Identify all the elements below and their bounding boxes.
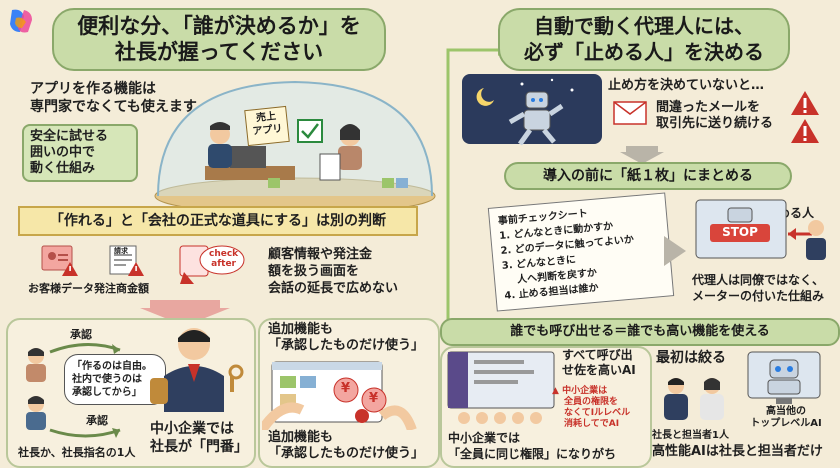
anyone-call-banner: 誰でも呼び出せる＝誰でも高い機能を使える (440, 318, 840, 346)
left-title-line2: 社長が握ってください (114, 40, 324, 64)
chat-app-screen (447, 351, 555, 424)
customer-data-icon (41, 245, 78, 276)
left-title-banner: 便利な分、「誰が決めるか」を 社長が握ってください (52, 8, 386, 71)
extra-feature-text-top: 追加機能も 「承認したものだけ使う」 (268, 322, 425, 353)
approve-bottom-label: 承認 (86, 414, 108, 427)
boss-staff-label: 社長と担当者1人 (652, 430, 729, 441)
order-amount-icon (109, 245, 144, 276)
approve-top-label: 承認 (70, 328, 92, 341)
sandbox-label: 安全に試せる 囲いの中で 動く仕組み (22, 124, 138, 182)
gray-right-arrow-icon (664, 236, 686, 266)
agent-meter-text: 代理人は同僚ではなく、 メーターの付いた仕組み (691, 273, 824, 303)
customer-data-label: お客様データ (28, 282, 94, 295)
copilot-logo (10, 9, 32, 33)
sme-same-permission-text: 中小企業では 「全員に同じ権限」になりがち (448, 431, 617, 461)
sandbox-dome-illustration (154, 80, 436, 214)
gatekeeper-boss-illustration (150, 328, 244, 412)
top-ai-label: 高当他の トップレベルAI (750, 406, 822, 429)
stop-button-label: STOP (722, 225, 758, 239)
right-title-line2: 必ず「止める人」を決める (524, 40, 764, 64)
invoice-tag: 請求 (114, 247, 128, 255)
high-ai-only-text: 高性能AIは社長と担当者だけ (652, 444, 823, 459)
right-title-line1: 自動で動く代理人には、 (534, 14, 754, 38)
sales-app-sign: 売上 アプリ (244, 105, 290, 147)
sme-permission-warning: ▲ 中小企業は 全員の権限を なくてIルレベル 消耗してでAI (552, 386, 631, 429)
decision-ribbon: 「作れる」と「会社の正式な道具にする」は別の判断 (18, 206, 418, 236)
right-title-banner: 自動で動く代理人には、 必ず「止める人」を決める (498, 8, 790, 71)
staff-avatars (26, 348, 46, 430)
email-icon (613, 101, 647, 125)
app-feature-text: アプリを作る機能は 専門家でなくても使えます (30, 81, 197, 115)
narrow-first-label: 最初は絞る (656, 350, 726, 366)
wrong-email-warning: 間違ったメールを 取引先に送り続ける (656, 100, 774, 131)
down-arrow-icon (140, 300, 230, 326)
right-down-arrow-icon (620, 146, 664, 164)
stop-monitor-illustration (695, 199, 826, 260)
extra-feature-text-bottom: 追加機能も 「承認したものだけ使う」 (268, 430, 425, 461)
check-after-tag: check after (209, 249, 239, 269)
gatekeeper-text: 中小企業では 社長が「門番」 (150, 421, 248, 455)
yen-badge-2: ¥ (369, 391, 379, 406)
yen-badge-1: ¥ (341, 381, 351, 396)
pre-check-sheet: 事前チェックシート 1. どんなときに動かすか 2. どのデータに触ってよいか … (487, 192, 675, 312)
left-title-line1: 便利な分、「誰が決めるか」を (77, 14, 361, 38)
all-can-call-text: すべて呼び出 せ佐を高いAI (562, 348, 636, 377)
approve-bottom-arrow-icon (49, 428, 121, 438)
top-ai-monitor (747, 351, 821, 404)
night-robot-illustration (462, 74, 602, 146)
small-warning-icon: ▲ (552, 386, 559, 396)
order-amount-label: 発注商金額 (94, 282, 149, 295)
approve-top-arrow-icon (49, 342, 121, 354)
boss-or-delegate-label: 社長か、社長指名の1人 (18, 446, 136, 459)
addon-screen-illustration (262, 361, 417, 430)
warning-icon-1 (791, 91, 819, 115)
chat-screen-icon (179, 245, 245, 284)
customer-data-warning: 顧客情報や発注金 額を扱う画面を 会話の延長で広めない (268, 247, 399, 296)
boss-staff-avatars (664, 378, 724, 420)
one-page-banner: 導入の前に「紙１枚」にまとめる (504, 162, 792, 190)
no-stop-warning-head: 止め方を決めていないと… (608, 78, 765, 93)
warning-icon-2 (791, 119, 819, 143)
